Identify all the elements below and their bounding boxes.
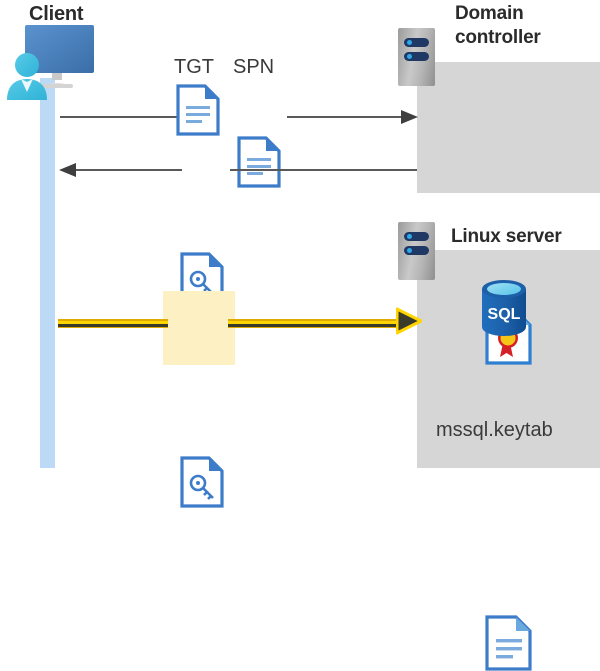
flow-request-arrowhead (401, 109, 419, 130)
monitor-icon (8, 25, 94, 95)
rack-slot (404, 232, 429, 241)
tgt-label: TGT (174, 56, 214, 78)
flow-response-arrowhead (58, 162, 76, 183)
keytab-document-icon (485, 615, 600, 671)
spn-label: SPN (233, 56, 275, 78)
keytab-label: mssql.keytab (436, 419, 553, 441)
server-rack-icon-linux (398, 222, 435, 280)
dc-title-line1: Domain (455, 3, 524, 24)
client-title: Client (29, 3, 84, 25)
linux-server-title: Linux server (451, 226, 562, 247)
rack-led (407, 234, 412, 239)
flow-service-ticket-arrowhead (395, 306, 423, 341)
key-document-icon-service-ticket (180, 456, 600, 508)
rack-slot (404, 38, 429, 47)
user-icon (4, 52, 50, 107)
diagram-canvas: Client Domain controller Linux server (4, 2, 600, 671)
rack-slot (404, 52, 429, 61)
domain-controller-box (417, 62, 600, 193)
dc-title-line2: controller (455, 27, 541, 48)
rack-slot (404, 246, 429, 255)
sql-database-icon: SQL (478, 279, 530, 342)
flow-response-line-right (230, 169, 417, 171)
rack-led (407, 248, 412, 253)
domain-controller-title: Domain controller (455, 2, 541, 50)
flow-request-line-left (60, 116, 177, 118)
spn-document-icon (237, 136, 600, 188)
client-lifeline (40, 78, 55, 468)
rack-led (407, 40, 412, 45)
service-ticket-highlight (163, 291, 235, 365)
flow-response-line-left (72, 169, 182, 171)
key-document-icon-response (180, 252, 600, 304)
flow-request-line-right (287, 116, 405, 118)
tgt-document-icon (176, 84, 600, 136)
flow-service-ticket-line-right (228, 319, 403, 328)
server-rack-icon-domain-controller (398, 28, 435, 86)
flow-service-ticket-line-left (58, 319, 168, 328)
sql-label: SQL (488, 306, 521, 323)
rack-led (407, 54, 412, 59)
